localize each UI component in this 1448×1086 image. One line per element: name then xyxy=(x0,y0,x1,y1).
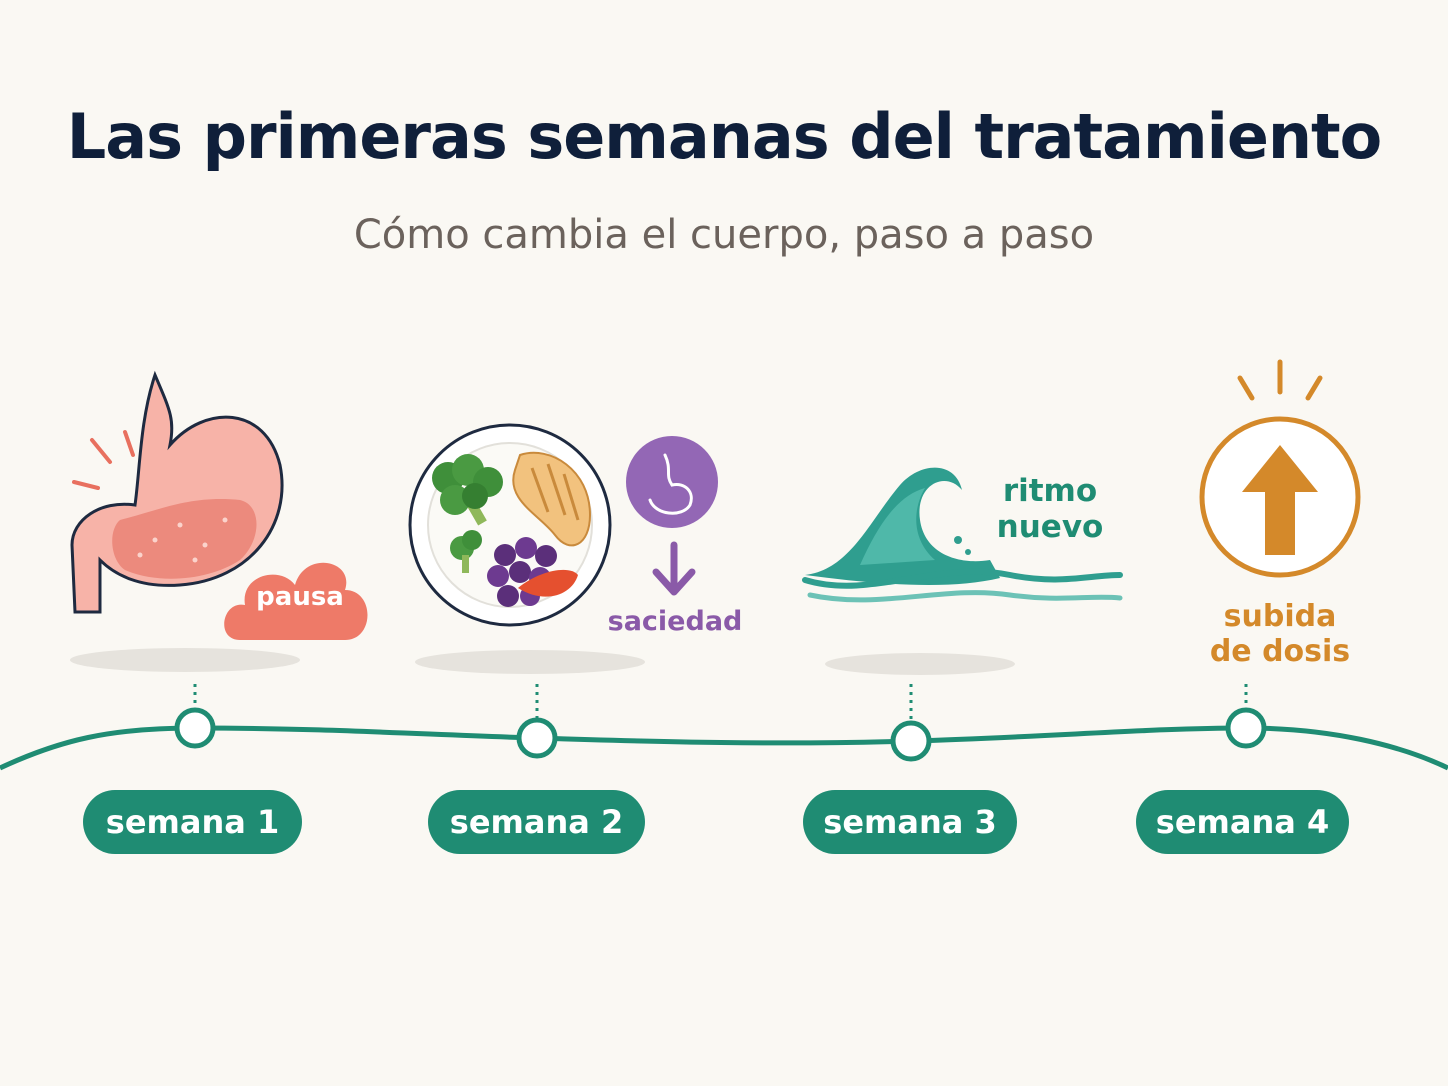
satiety-icon xyxy=(626,436,718,596)
caption-subida-line1: subida xyxy=(1223,599,1337,634)
week-4-badge: semana 4 xyxy=(1136,790,1349,854)
caption-saciedad: saciedad xyxy=(607,606,743,637)
caption-pausa: pausa xyxy=(256,582,344,612)
page-subtitle: Cómo cambia el cuerpo, paso a paso xyxy=(353,212,1095,258)
timeline-node xyxy=(174,707,216,749)
up-arrow-icon xyxy=(1199,359,1361,578)
caption-ritmo-line1: ritmo xyxy=(1002,473,1098,509)
shadow xyxy=(825,653,1015,675)
timeline-node xyxy=(516,717,558,759)
plate-icon xyxy=(408,423,612,627)
caption-subida-line2: de dosis xyxy=(1209,633,1351,669)
page-title: Las primeras semanas del tratamiento xyxy=(66,100,1383,173)
week-2-badge: semana 2 xyxy=(428,790,645,854)
week-1-badge: semana 1 xyxy=(83,790,302,854)
caption-ritmo: ritmo nuevo xyxy=(980,473,1120,545)
caption-ritmo-line2: nuevo xyxy=(996,508,1104,545)
wave-icon xyxy=(802,467,1123,603)
week-3-badge: semana 3 xyxy=(803,790,1017,854)
shadow xyxy=(415,650,645,674)
timeline-node xyxy=(1225,707,1267,749)
cloud-icon xyxy=(224,562,368,640)
shadow xyxy=(70,648,300,672)
stomach-icon xyxy=(70,370,284,614)
timeline-node xyxy=(890,720,932,762)
caption-subida: subida de dosis xyxy=(1190,599,1370,669)
